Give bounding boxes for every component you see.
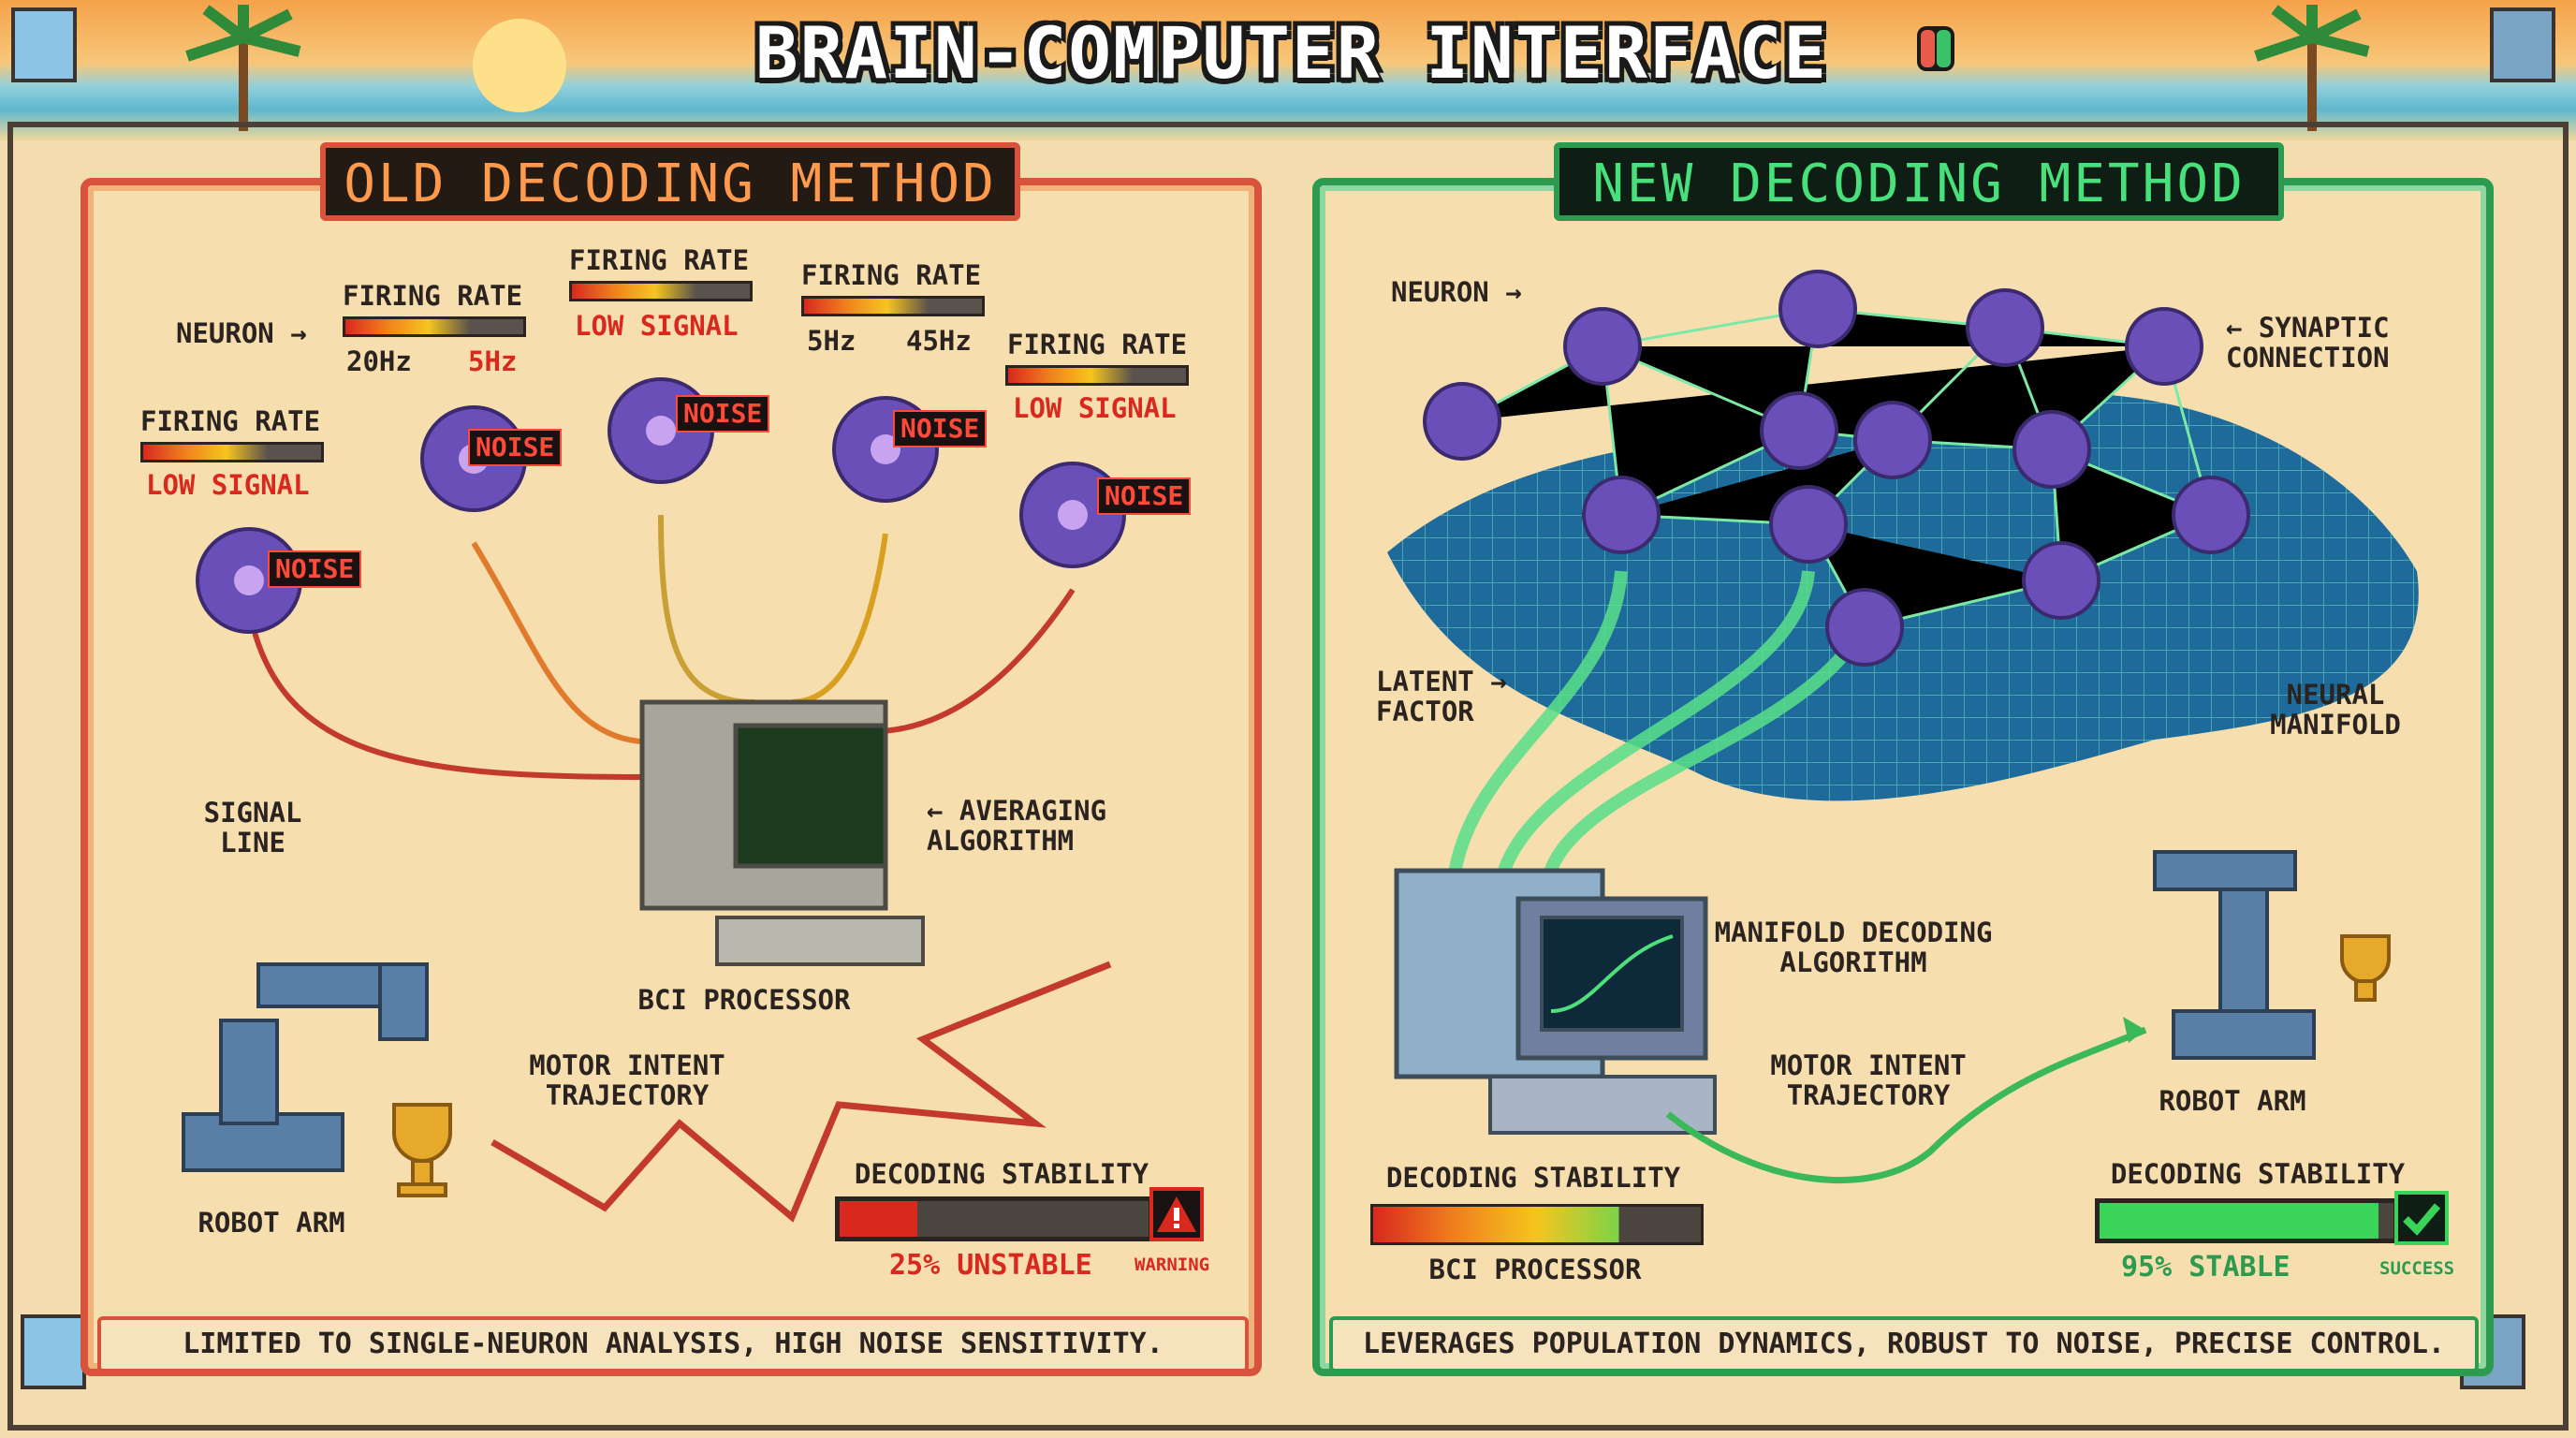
stability-bar-fill <box>840 1201 917 1237</box>
robot-arm-label: ROBOT ARM <box>2159 1085 2306 1117</box>
motor-intent-label: MOTOR INTENT TRAJECTORY <box>1770 1049 1967 1111</box>
manifold-algorithm-label: MANIFOLD DECODING ALGORITHM <box>1714 917 1993 978</box>
palm-tree-icon <box>185 5 301 131</box>
bci-processor-computer <box>1394 868 1717 1135</box>
bci-processor-label: BCI PROCESSOR <box>637 984 851 1016</box>
old-method-footer: LIMITED TO SINGLE-NEURON ANALYSIS, HIGH … <box>97 1316 1249 1372</box>
firing-rate-label: FIRING RATE <box>1007 329 1188 360</box>
palm-tree-icon <box>2254 5 2370 131</box>
success-label: SUCCESS <box>2379 1258 2455 1279</box>
stability-value: 25% UNSTABLE <box>889 1249 1092 1282</box>
robot-arm-icon <box>182 962 429 1172</box>
firing-rate-label: FIRING RATE <box>140 405 321 437</box>
low-signal-label: LOW SIGNAL <box>575 310 739 342</box>
outer-frame <box>7 122 2569 1431</box>
warning-icon <box>1149 1187 1204 1241</box>
page-title: BRAIN-COMPUTER INTERFACE <box>754 11 1829 95</box>
neuron-label: NEURON → <box>176 317 307 349</box>
averaging-algorithm-label: ← AVERAGING ALGORITHM <box>927 795 1107 857</box>
signal-line-label: SIGNAL LINE <box>203 797 302 858</box>
firing-rate-low: 20Hz <box>346 345 412 377</box>
new-method-diagram <box>1387 270 2419 1183</box>
scientist-avatar <box>21 1314 86 1389</box>
firing-rate-label: FIRING RATE <box>343 280 523 312</box>
noise-badge: NOISE <box>893 410 988 448</box>
stability-bar-fill <box>2100 1203 2379 1239</box>
firing-rate-high: 45Hz <box>906 325 972 357</box>
noise-badge: NOISE <box>1097 477 1192 515</box>
low-signal-label: LOW SIGNAL <box>1013 392 1177 424</box>
decoding-stability-label: DECODING STABILITY <box>2110 1158 2406 1190</box>
bci-processor-label: BCI PROCESSOR <box>1428 1254 1642 1285</box>
noise-badge: NOISE <box>676 395 770 433</box>
firing-rate-low: 5Hz <box>807 325 856 357</box>
firing-rate-label: FIRING RATE <box>801 259 982 291</box>
neuron-icons <box>1423 270 2250 667</box>
decoding-stability-label: DECODING STABILITY <box>854 1158 1149 1190</box>
firing-rate-bar <box>1005 365 1189 386</box>
neural-manifold-label: NEURAL MANIFOLD <box>2270 679 2401 741</box>
warning-label: WARNING <box>1134 1255 1210 1275</box>
noise-badge: NOISE <box>268 550 362 588</box>
firing-rate-label: FIRING RATE <box>569 244 750 276</box>
scientist-avatar <box>11 7 77 82</box>
old-method-header: OLD DECODING METHOD <box>320 142 1020 221</box>
neuron-label: NEURON → <box>1391 276 1522 308</box>
synaptic-connection-label: ← SYNAPTIC CONNECTION <box>2226 312 2390 374</box>
check-icon <box>2394 1191 2449 1245</box>
sun-icon <box>473 19 566 112</box>
firing-rate-bar <box>140 442 324 462</box>
new-method-footer: LEVERAGES POPULATION DYNAMICS, ROBUST TO… <box>1329 1316 2479 1372</box>
bci-signal-bar <box>1370 1204 1704 1245</box>
firing-rate-bar <box>569 281 753 301</box>
stability-value: 95% STABLE <box>2121 1251 2291 1284</box>
robot-arm-label: ROBOT ARM <box>198 1207 345 1239</box>
beach-sky-background <box>0 0 2576 140</box>
firing-rate-bar <box>801 296 985 316</box>
stability-bar <box>835 1196 1153 1241</box>
brain-icon <box>1917 26 1954 71</box>
motor-intent-label: MOTOR INTENT TRAJECTORY <box>529 1049 725 1111</box>
robot-avatar <box>2490 7 2555 82</box>
noise-badge: NOISE <box>468 429 563 466</box>
trophy-icon <box>392 1103 452 1197</box>
latent-factor-label: LATENT → FACTOR <box>1376 666 1507 727</box>
trophy-icon <box>2340 934 2391 1002</box>
bci-processor-computer <box>639 699 925 966</box>
firing-rate-high: 5Hz <box>468 345 518 377</box>
new-method-header: NEW DECODING METHOD <box>1554 142 2284 221</box>
firing-rate-bar <box>343 316 526 337</box>
robot-arm-icon <box>2153 850 2316 1060</box>
decoding-stability-label: DECODING STABILITY <box>1385 1162 1681 1194</box>
low-signal-label: LOW SIGNAL <box>146 469 310 501</box>
stability-bar <box>2095 1198 2398 1243</box>
